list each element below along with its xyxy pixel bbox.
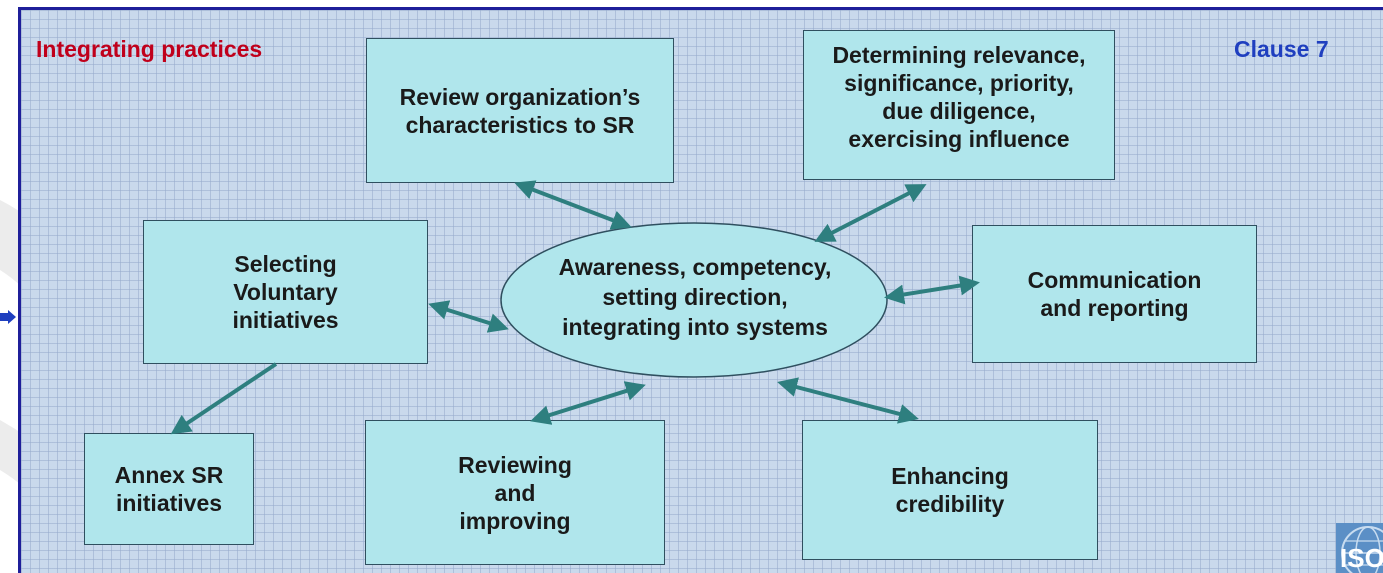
communication-reporting-box: Communication and reporting	[972, 225, 1257, 363]
clause-title: Clause 7	[1234, 36, 1329, 62]
selecting-initiatives-label: Selecting Voluntary initiatives	[232, 251, 339, 333]
reviewing-improving-box: Reviewing and improving	[365, 420, 665, 565]
reviewing-improving-label: Reviewing and improving	[458, 451, 572, 534]
arrow-reviewing-center	[530, 381, 646, 425]
arrow-enhancing-center	[777, 377, 919, 424]
integrating-practices-title: Integrating practices	[36, 36, 263, 62]
arrow-determining-center	[814, 184, 927, 242]
enhancing-credibility-label: Enhancing credibility	[891, 463, 1009, 517]
review-organization-label: Review organization’s characteristics to…	[399, 83, 641, 138]
determining-relevance-box: Determining relevance, significance, pri…	[803, 30, 1115, 180]
iso-logo-icon: ISO	[1336, 523, 1383, 573]
communication-reporting-label: Communication and reporting	[1027, 267, 1202, 321]
arrow-selecting-annex	[170, 362, 278, 435]
determining-relevance-label: Determining relevance, significance, pri…	[832, 42, 1086, 152]
annex-initiatives-box: Annex SR initiatives	[84, 433, 254, 545]
review-organization-box: Review organization’s characteristics to…	[366, 38, 674, 183]
center-ellipse-label: Awareness, competency, setting direction…	[558, 254, 832, 340]
enhancing-credibility-box: Enhancing credibility	[802, 420, 1098, 560]
arrow-selecting-center	[428, 300, 509, 333]
arrow-review-center	[514, 180, 632, 230]
arrow-communication-center	[884, 275, 980, 305]
annex-initiatives-label: Annex SR initiatives	[114, 462, 224, 516]
iso-logo-text: ISO	[1340, 543, 1383, 573]
selecting-initiatives-box: Selecting Voluntary initiatives	[143, 220, 428, 364]
pointer-arrow-icon	[0, 310, 16, 324]
